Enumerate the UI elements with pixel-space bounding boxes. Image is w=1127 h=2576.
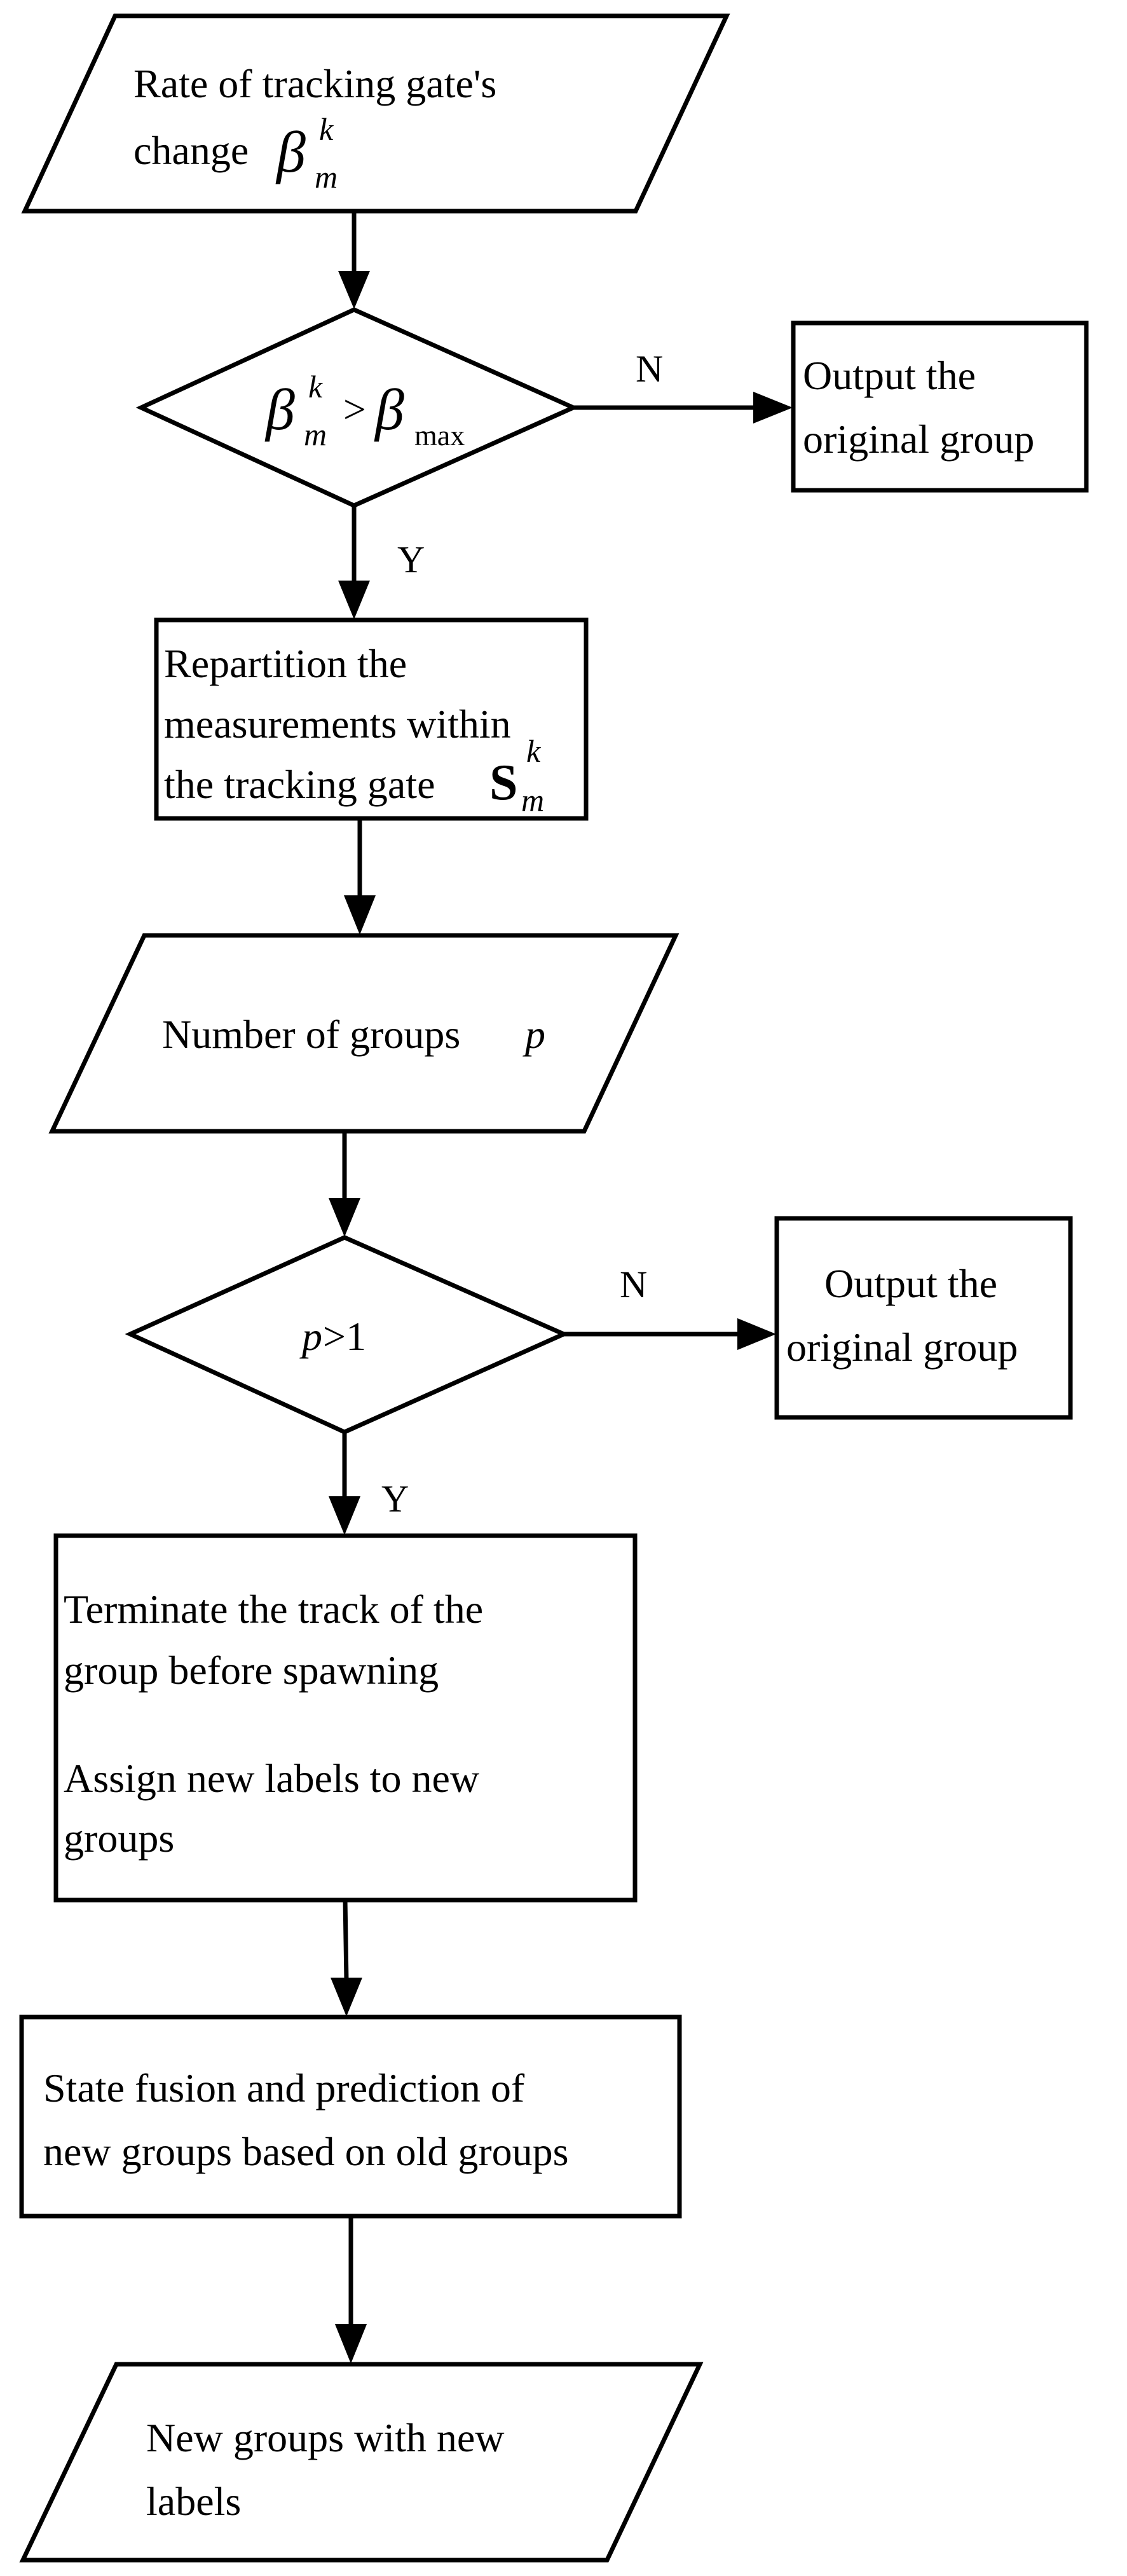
decision2-yes-label: Y — [381, 1478, 409, 1520]
edge-decision1-yes — [338, 506, 370, 619]
repartition-line2: measurements within — [164, 701, 511, 747]
decision2-var-p: p — [299, 1314, 322, 1359]
process-fusion-node — [19, 2015, 682, 2219]
output2-line1: Output the — [824, 1261, 997, 1306]
groups-text: Number of groups — [162, 1012, 460, 1057]
edge-repartition-to-groups — [344, 818, 376, 935]
input-rate-beta-sup: k — [319, 111, 334, 147]
decision1-operator: > — [343, 387, 366, 432]
input-rate-line1: Rate of tracking gate's — [133, 61, 496, 106]
decision1-lhs-sub: m — [304, 417, 327, 452]
repartition-line3: the tracking gate — [164, 762, 435, 807]
repartition-s-sup: k — [526, 733, 541, 769]
terminate-para2-line2: groups — [64, 1815, 174, 1861]
decision1-lhs-sup: k — [308, 369, 323, 404]
new-groups-line2: labels — [146, 2479, 241, 2524]
input-groups-node — [48, 933, 680, 1134]
decision2-no-label: N — [620, 1264, 647, 1305]
edge-groups-to-decision2 — [329, 1131, 360, 1237]
edge-input-to-decision1 — [338, 211, 370, 309]
repartition-line1: Repartition the — [164, 641, 407, 686]
decision1-lhs-beta: β — [264, 377, 295, 442]
output-new-groups-node — [19, 2362, 704, 2563]
process-terminate-node — [53, 1533, 638, 1903]
decision1-rhs-sub: max — [414, 419, 465, 451]
input-rate-line2: change — [133, 128, 249, 173]
process-repartition-node — [154, 617, 589, 821]
fusion-line2: new groups based on old groups — [43, 2129, 569, 2174]
edge-decision2-no — [564, 1318, 776, 1350]
new-groups-line1: New groups with new — [146, 2415, 504, 2460]
decision1-no-label: N — [636, 348, 663, 390]
decision2-rest: >1 — [323, 1314, 366, 1359]
terminate-para1-line2: group before spawning — [64, 1648, 439, 1693]
repartition-s-sub: m — [521, 782, 544, 818]
output1-line1: Output the — [803, 353, 976, 398]
edge-decision1-no — [573, 392, 793, 424]
decision1-yes-label: Y — [397, 539, 425, 581]
output-original-group-2 — [774, 1216, 1073, 1420]
output2-line2: original group — [786, 1325, 1018, 1370]
decision1-rhs-beta: β — [374, 377, 404, 442]
groups-var-p: p — [523, 1012, 545, 1057]
input-rate-beta-sub: m — [315, 159, 338, 195]
repartition-s-symbol: S — [489, 755, 518, 811]
output1-line2: original group — [803, 417, 1034, 462]
terminate-para1-line1: Terminate the track of the — [64, 1587, 483, 1632]
edge-fusion-to-output — [335, 2216, 367, 2364]
edge-terminate-to-fusion — [331, 1899, 362, 2016]
terminate-para2-line1: Assign new labels to new — [64, 1756, 479, 1801]
output-original-group-1 — [791, 320, 1089, 493]
edge-decision2-yes — [329, 1432, 360, 1535]
input-rate-node — [21, 13, 730, 214]
fusion-line1: State fusion and prediction of — [43, 2065, 525, 2111]
input-rate-beta-symbol: β — [275, 120, 306, 184]
